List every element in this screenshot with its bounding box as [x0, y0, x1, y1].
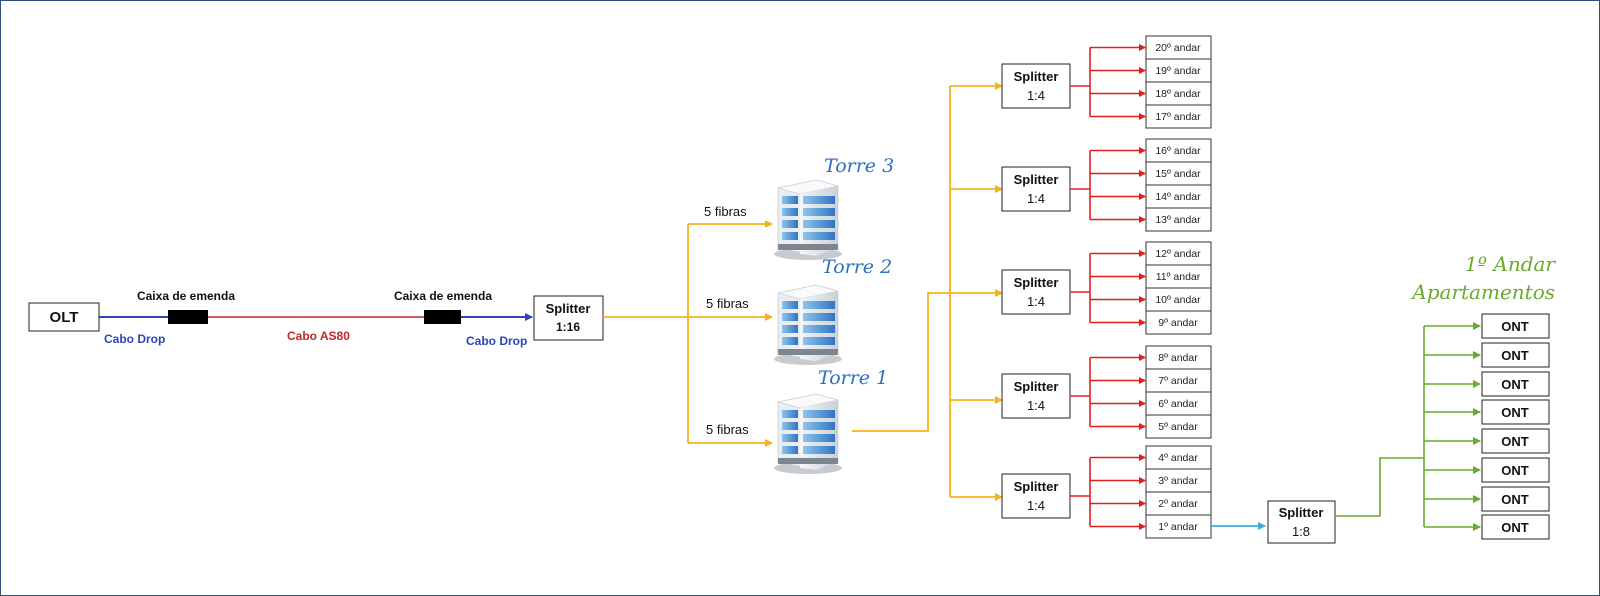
floor-splitter-box-4[interactable]: [1001, 373, 1071, 419]
floor-splitter-groups: Splitter 1:4 20º andar 19º andar 18º andar 17…: [1001, 35, 1212, 539]
floor-splitter-box-5[interactable]: [1001, 473, 1071, 519]
ont-box[interactable]: [1481, 428, 1550, 454]
floor-splitter-ratio-4: 1:4: [1027, 398, 1045, 413]
caixa-emenda-2[interactable]: [424, 310, 461, 324]
floor-label: 13º andar: [1155, 214, 1201, 226]
floor-box[interactable]: [1145, 104, 1212, 129]
ont-label: ONT: [1501, 377, 1529, 392]
floor-splitter-label-1: Splitter: [1014, 69, 1059, 84]
tower-feed-lines: [603, 220, 773, 447]
floor-label: 4º andar: [1158, 452, 1198, 464]
ont-box[interactable]: [1481, 457, 1550, 483]
caixa-emenda-1[interactable]: [168, 310, 208, 324]
floor-label: 16º andar: [1155, 145, 1201, 157]
floor-label: 12º andar: [1155, 248, 1201, 260]
floor-splitter-ratio-2: 1:4: [1027, 191, 1045, 206]
apt-splitter-label: Splitter: [1279, 505, 1324, 520]
fibras-torre-1: 5 fibras: [706, 422, 749, 437]
floor-label: 15º andar: [1155, 168, 1201, 180]
building-icon-torre-1: [773, 393, 843, 475]
floor-branch-lines-5: [1070, 454, 1146, 530]
torre-3-label: Torre 3: [824, 155, 894, 177]
cabo-drop-left-label: Cabo Drop: [104, 332, 165, 346]
floor-label: 6º andar: [1158, 398, 1198, 410]
floor-label: 2º andar: [1158, 498, 1198, 510]
ont-box[interactable]: [1481, 399, 1550, 425]
floor-branch-lines-2: [1070, 147, 1146, 223]
ont-label: ONT: [1501, 492, 1529, 507]
floor-branch-lines-3: [1070, 250, 1146, 326]
ont-label: ONT: [1501, 319, 1529, 334]
ont-label: ONT: [1501, 463, 1529, 478]
ont-label: ONT: [1501, 520, 1529, 535]
torre-2-label: Torre 2: [822, 256, 892, 278]
floor-splitter-label-2: Splitter: [1014, 172, 1059, 187]
ont-box[interactable]: [1481, 313, 1550, 339]
ont-group: ONT ONT ONT ONT ONT ONT ONT ONT: [1335, 313, 1550, 540]
main-splitter-label: Splitter: [546, 301, 591, 316]
cabo-as80-label: Cabo AS80: [287, 329, 350, 343]
floor-splitter-box-3[interactable]: [1001, 269, 1071, 315]
floor-box[interactable]: [1145, 207, 1212, 232]
floor-label: 5º andar: [1158, 421, 1198, 433]
apt-splitter-ratio: 1:8: [1292, 524, 1310, 539]
floor-label: 3º andar: [1158, 475, 1198, 487]
floor-label: 10º andar: [1155, 294, 1201, 306]
ont-label: ONT: [1501, 405, 1529, 420]
fibras-torre-3: 5 fibras: [704, 204, 747, 219]
building-icon-torre-2: [773, 284, 843, 366]
floor-splitter-ratio-5: 1:4: [1027, 498, 1045, 513]
torre-1-label: Torre 1: [818, 367, 888, 389]
caixa-emenda-1-label: Caixa de emenda: [137, 289, 235, 303]
floor-box[interactable]: [1145, 414, 1212, 439]
apartments-title-line2: Apartamentos: [1410, 280, 1555, 304]
floor-branch-lines-4: [1070, 354, 1146, 430]
floor-label: 1º andar: [1158, 521, 1198, 533]
floor-label: 17º andar: [1155, 111, 1201, 123]
olt-label: OLT: [50, 309, 79, 326]
ont-label: ONT: [1501, 348, 1529, 363]
ont-box[interactable]: [1481, 342, 1550, 368]
floor-label: 18º andar: [1155, 88, 1201, 100]
floor-box[interactable]: [1145, 310, 1212, 335]
floor-splitter-box-2[interactable]: [1001, 166, 1071, 212]
floor-label: 11º andar: [1156, 271, 1201, 283]
floor-label: 7º andar: [1158, 375, 1198, 387]
main-splitter-box[interactable]: [533, 295, 604, 341]
floor-label: 9º andar: [1158, 317, 1198, 329]
floor-splitter-label-5: Splitter: [1014, 479, 1059, 494]
floor-splitter-feed-lines: [852, 82, 1003, 501]
floor-label: 20º andar: [1155, 42, 1201, 54]
building-icon-torre-3: [773, 179, 843, 261]
ont-label: ONT: [1501, 434, 1529, 449]
apt-splitter-box[interactable]: [1267, 500, 1336, 544]
floor-branch-lines-1: [1070, 44, 1146, 120]
floor-label: 19º andar: [1155, 65, 1201, 77]
ont-branch-lines: [1335, 322, 1481, 531]
ont-box[interactable]: [1481, 486, 1550, 512]
floor-splitter-ratio-1: 1:4: [1027, 88, 1045, 103]
floor-label: 8º andar: [1158, 352, 1198, 364]
fibras-torre-2: 5 fibras: [706, 296, 749, 311]
olt-box[interactable]: [28, 302, 100, 332]
floor-splitter-label-4: Splitter: [1014, 379, 1059, 394]
floor-splitter-ratio-3: 1:4: [1027, 294, 1045, 309]
caixa-emenda-2-label: Caixa de emenda: [394, 289, 492, 303]
floor-label: 14º andar: [1155, 191, 1201, 203]
floor-splitter-box-1[interactable]: [1001, 63, 1071, 109]
cabo-drop-right-label: Cabo Drop: [466, 334, 527, 348]
ont-box[interactable]: [1481, 371, 1550, 397]
floor-splitter-label-3: Splitter: [1014, 275, 1059, 290]
ont-box[interactable]: [1481, 514, 1550, 540]
main-splitter-ratio: 1:16: [556, 320, 580, 334]
apartments-title-line1: 1º Andar: [1465, 252, 1557, 276]
